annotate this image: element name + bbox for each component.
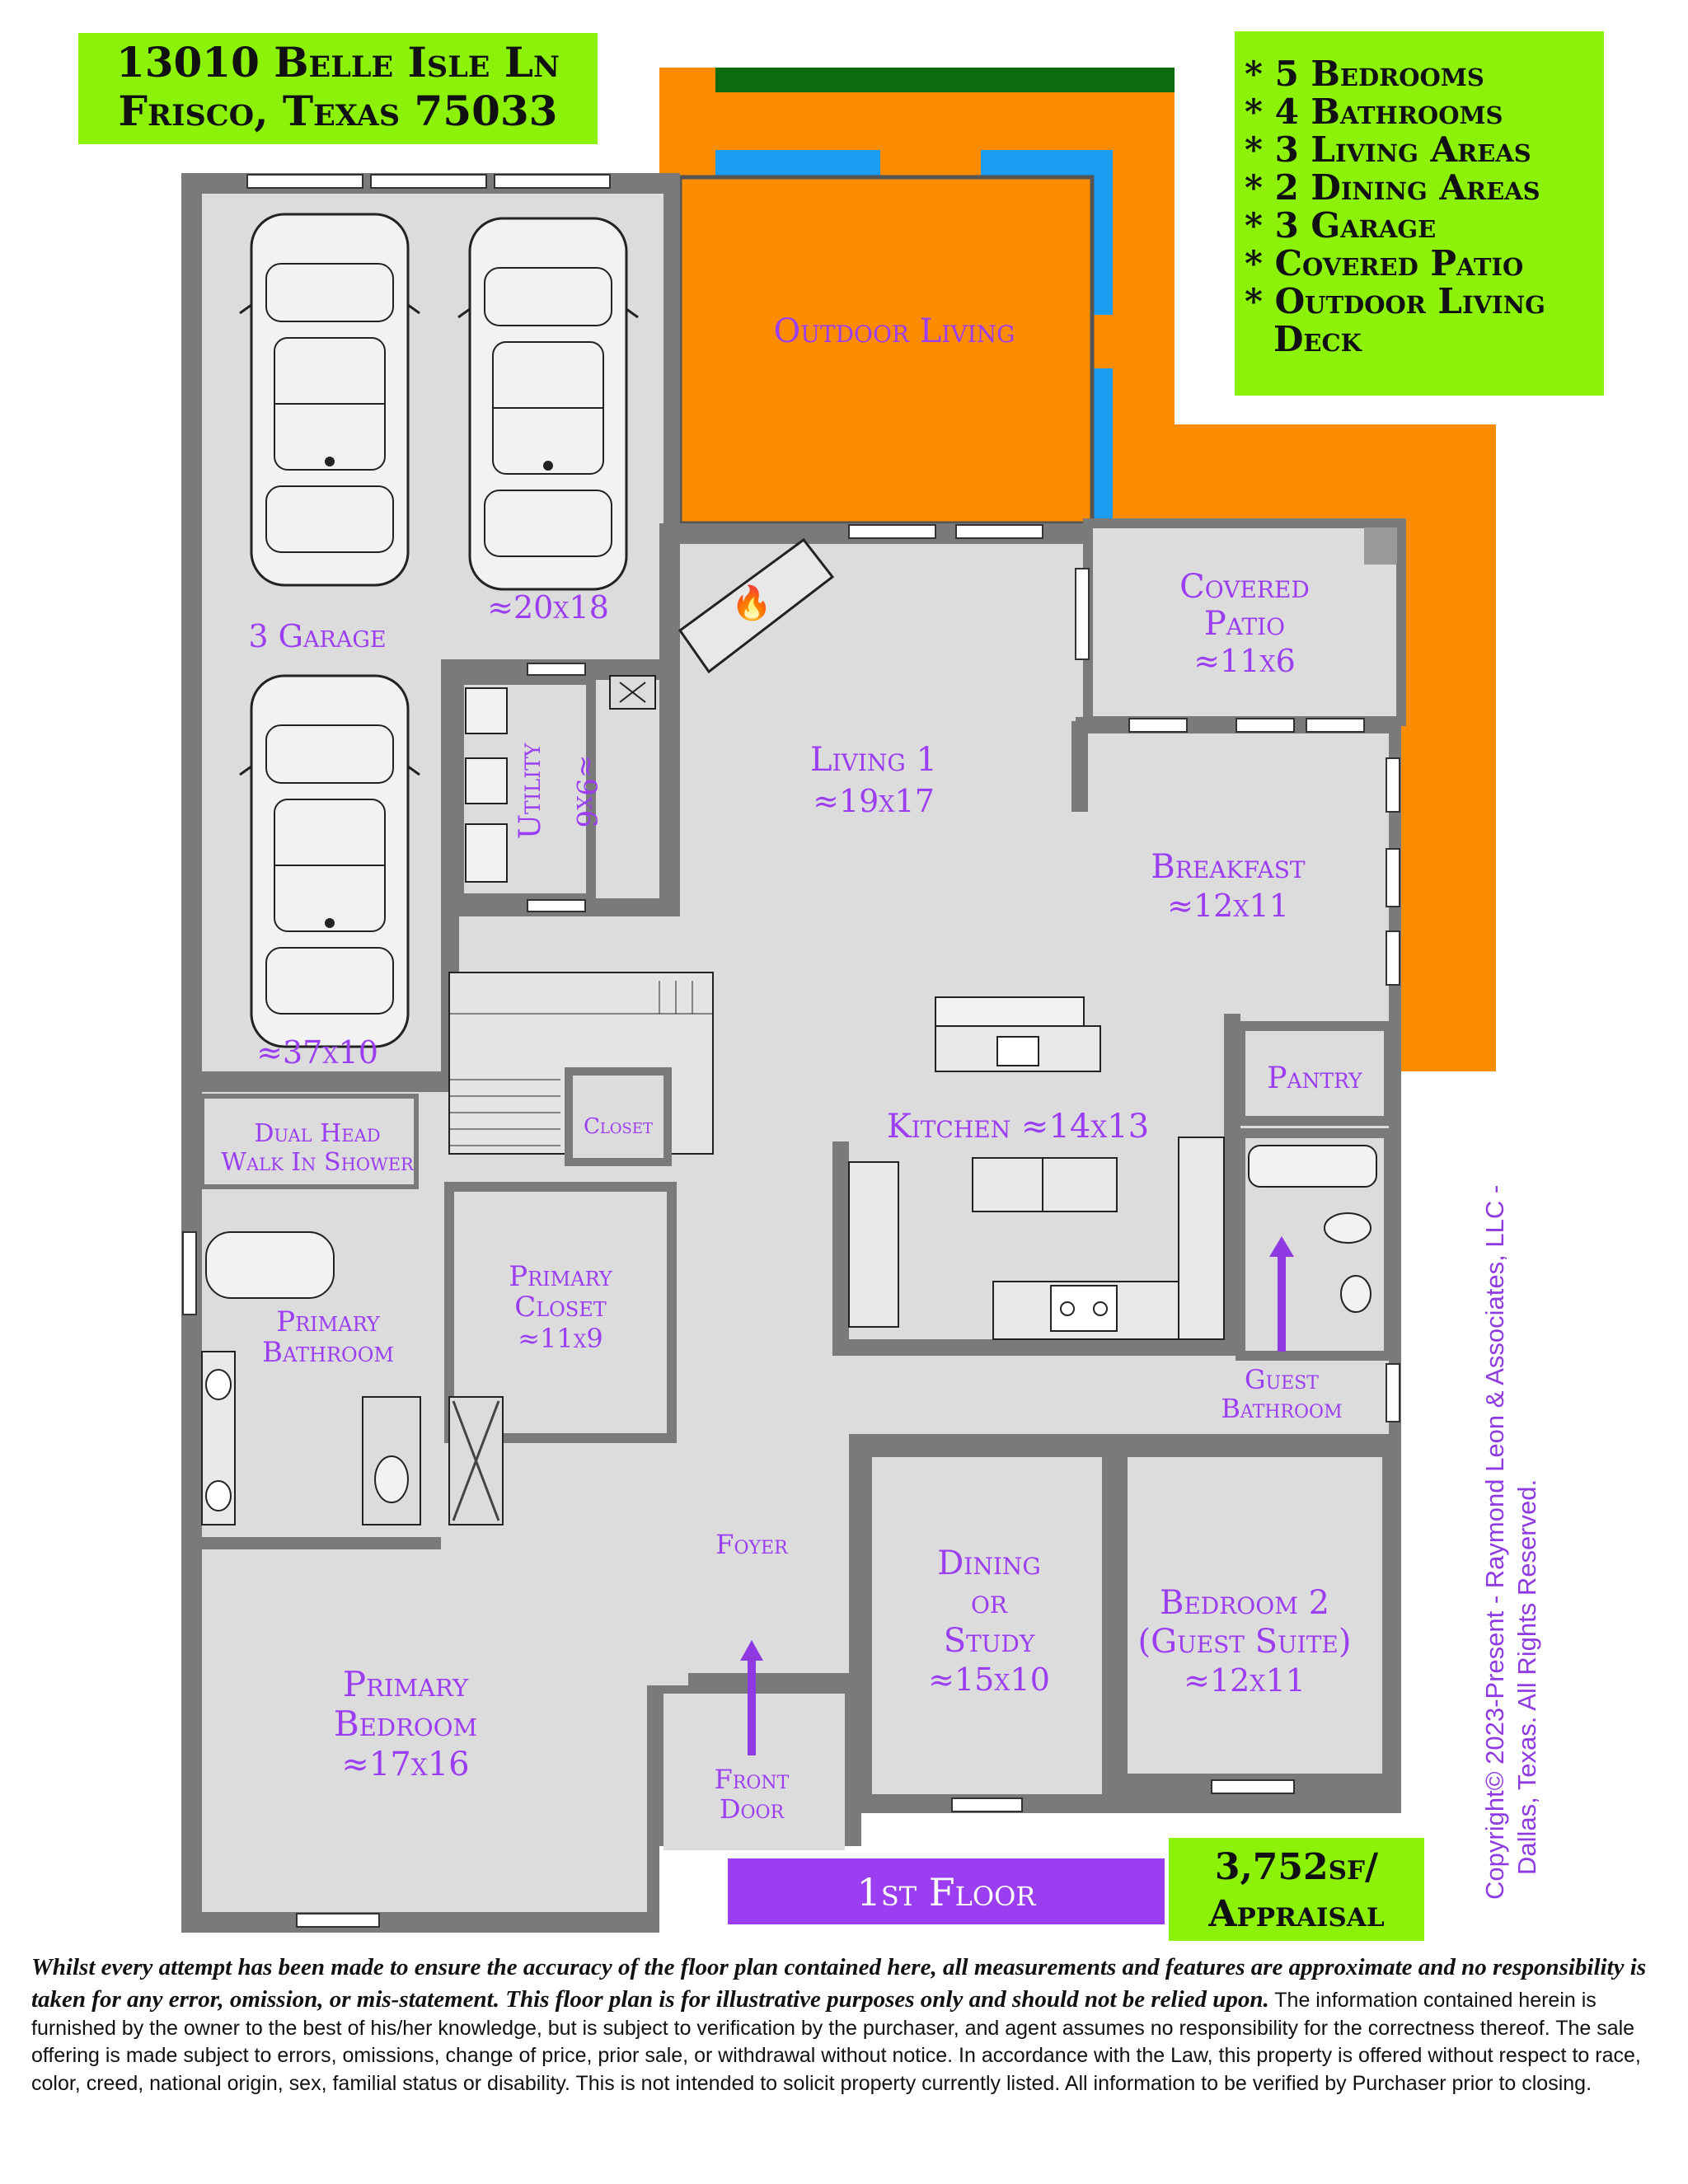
floor-banner [728, 1858, 1165, 1924]
primary-bed-dim: ≈17x16 [341, 1746, 469, 1783]
front-door-label-2: Door [720, 1793, 785, 1825]
features-box [1235, 31, 1604, 396]
entry-arrow-icon [1269, 1236, 1294, 1352]
breakfast-dim: ≈12x11 [1167, 888, 1289, 924]
primary-bed-label-2: Bedroom [334, 1704, 477, 1744]
guest-bath-label-2: Bathroom [1221, 1393, 1342, 1424]
area-line-2: Appraisal [1207, 1893, 1385, 1935]
bedroom-2-label-2: (Guest Suite) [1138, 1623, 1352, 1661]
guest-bath-label-1: Guest [1245, 1364, 1319, 1395]
front-door-label-1: Front [715, 1764, 790, 1795]
toilet-icon [1324, 1212, 1372, 1244]
car-icon [238, 674, 421, 1048]
dining-label-3: Study [944, 1622, 1035, 1660]
disclaimer-body: The information contained herein is furn… [31, 1988, 1641, 2095]
covered-patio-dim: ≈11x6 [1193, 643, 1296, 679]
disclaimer: Whilst every attempt has been made to en… [31, 1952, 1659, 2097]
outdoor-living-label: Outdoor Living [774, 312, 1015, 350]
bedroom-2 [1123, 1452, 1387, 1779]
fireplace: 🔥 [678, 537, 835, 674]
garage-dim-1: ≈20x18 [487, 589, 609, 626]
address-line-1: 13010 Belle Isle Ln [116, 38, 560, 87]
closet-under-stairs [565, 1067, 672, 1166]
sink-icon [205, 1480, 232, 1511]
kitchen [832, 996, 1240, 1356]
pantry-label: Pantry [1267, 1062, 1362, 1095]
feature-item: * 4 Bathrooms [1245, 91, 1503, 132]
primary-closet-dim: ≈11x9 [518, 1323, 603, 1354]
feature-item: * 2 Dining Areas [1245, 167, 1540, 208]
outdoor-living-area [678, 175, 1095, 526]
car-icon [457, 217, 640, 591]
pool-edge [715, 150, 880, 176]
living-1-dim: ≈19x17 [813, 783, 935, 819]
copyright-notice: Copyright© 2023-Present - Raymond Leon &… [1479, 1185, 1544, 1900]
utility-dim: ≈9x6 [570, 755, 603, 828]
sink-icon [205, 1369, 232, 1400]
garage-label: 3 Garage [248, 618, 386, 654]
address-line-2: Frisco, Texas 75033 [119, 87, 558, 135]
dining-label-1: Dining [937, 1544, 1041, 1582]
closet-label: Closet [584, 1114, 653, 1139]
car-icon [238, 213, 421, 587]
toilet-icon [374, 1455, 409, 1503]
primary-bath-label-1: Primary [276, 1305, 381, 1338]
dining-study [867, 1452, 1107, 1799]
address-box [78, 33, 598, 144]
dining-label-2: or [971, 1583, 1008, 1621]
pantry [1236, 1021, 1394, 1126]
primary-bed-label-1: Primary [343, 1664, 469, 1704]
area-box [1169, 1838, 1424, 1941]
windows [182, 174, 1400, 1928]
floor-label: 1st Floor [857, 1870, 1037, 1915]
bathtub-icon [1248, 1145, 1377, 1188]
disclaimer-lead: Whilst every attempt has been made to en… [31, 1954, 1647, 2013]
grass-strip [715, 68, 1175, 92]
garage-dim-2: ≈37x10 [256, 1034, 378, 1071]
bedroom-2-dim: ≈12x11 [1184, 1662, 1306, 1699]
copyright-line-1: Copyright© 2023-Present - Raymond Leon &… [1480, 1184, 1509, 1900]
bedroom-2-label-1: Bedroom 2 [1160, 1584, 1329, 1622]
entry-arrow-icon [740, 1640, 763, 1755]
breakfast-label: Breakfast [1151, 848, 1305, 886]
covered-patio-label-1: Covered [1179, 568, 1310, 606]
stove-icon [1050, 1285, 1118, 1332]
feature-item: * Outdoor Living [1245, 281, 1545, 321]
feature-item: * 3 Garage [1245, 205, 1436, 246]
covered-patio-label-2: Patio [1204, 605, 1285, 643]
fireplace-flame-icon: 🔥 [731, 583, 772, 622]
bathtub-icon [205, 1231, 335, 1299]
area-line-1: 3,752sf/ [1215, 1846, 1379, 1888]
dual-head-label-2: Walk In Shower [221, 1148, 415, 1177]
features-list: * 5 Bedrooms * 4 Bathrooms * 3 Living Ar… [1245, 54, 1545, 359]
pool-edge [981, 150, 1113, 176]
primary-bath-label-2: Bathroom [262, 1336, 394, 1369]
sink-icon [1340, 1275, 1372, 1313]
dual-head-label-1: Dual Head [254, 1119, 380, 1148]
primary-closet-label-1: Primary [509, 1260, 613, 1293]
pool-edge [1092, 150, 1113, 315]
copyright-line-2: Dallas, Texas. All Rights Reserved. [1512, 1479, 1541, 1875]
feature-item: * Covered Patio [1245, 243, 1523, 284]
feature-item: * 3 Living Areas [1245, 129, 1531, 170]
foyer-label: Foyer [715, 1529, 789, 1560]
pool-edge [1092, 368, 1113, 521]
feature-item: * 5 Bedrooms [1245, 54, 1484, 94]
dining-dim: ≈15x10 [928, 1661, 1050, 1698]
sink-icon [996, 1036, 1039, 1066]
outdoor-deck [659, 68, 1496, 1071]
kitchen-label: Kitchen ≈14x13 [887, 1108, 1149, 1146]
walk-in-shower [199, 1094, 419, 1189]
feature-item: Deck [1273, 319, 1363, 359]
living-1-label: Living 1 [810, 741, 937, 779]
utility-label: Utility [513, 743, 547, 839]
primary-closet-label-2: Closet [514, 1291, 607, 1324]
